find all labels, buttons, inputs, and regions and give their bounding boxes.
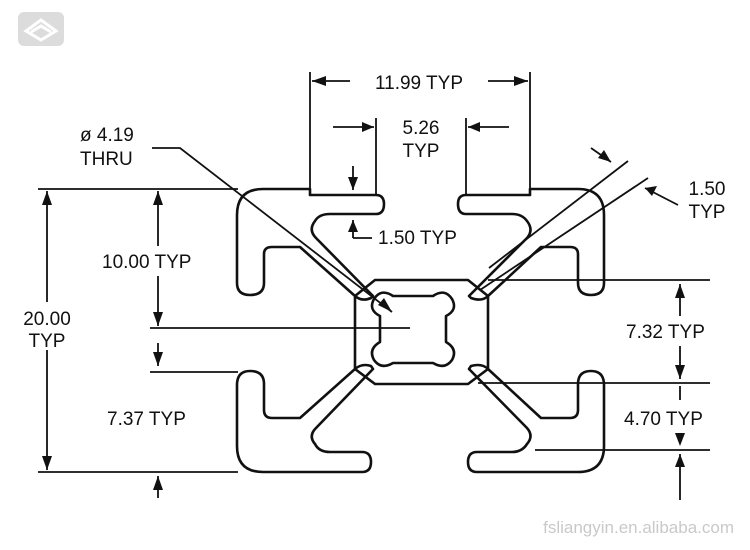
label-slot-width-value: 5.26 <box>403 118 440 139</box>
dimension-arrows <box>42 76 685 490</box>
label-overall-typ: TYP <box>29 331 66 352</box>
label-wall-diag-value: 1.50 <box>689 179 726 200</box>
label-lip-thickness: 1.50 TYP <box>378 228 457 249</box>
profile-top-right <box>456 187 606 301</box>
label-wall-diag-typ: TYP <box>689 202 726 223</box>
label-right-low: 4.70 TYP <box>624 409 703 430</box>
label-slot-width-typ: TYP <box>403 141 440 162</box>
profile-bottom-left <box>235 363 375 474</box>
profile-core <box>353 278 490 386</box>
label-overall-value: 20.00 <box>23 309 71 330</box>
profile-top-left <box>235 187 386 301</box>
watermark: fsliangyin.en.alibaba.com <box>543 518 734 537</box>
label-hole-diameter: ø 4.19 <box>80 125 134 146</box>
label-left-low: 7.37 TYP <box>107 409 186 430</box>
logo-icon <box>23 18 59 42</box>
label-hole-thru: THRU <box>80 149 133 170</box>
extrusion-profile <box>235 187 606 474</box>
profile-bottom-right <box>466 363 606 474</box>
label-right-mid: 7.32 TYP <box>626 322 705 343</box>
dimension-lines <box>38 72 710 500</box>
dimension-labels: 11.99 TYP 5.26 TYP ø 4.19 THRU 1.50 TYP … <box>23 73 725 430</box>
label-top-width: 11.99 TYP <box>375 73 463 94</box>
brand-logo <box>18 12 64 46</box>
label-half-height: 10.00 TYP <box>102 252 191 273</box>
center-hole <box>370 291 456 368</box>
